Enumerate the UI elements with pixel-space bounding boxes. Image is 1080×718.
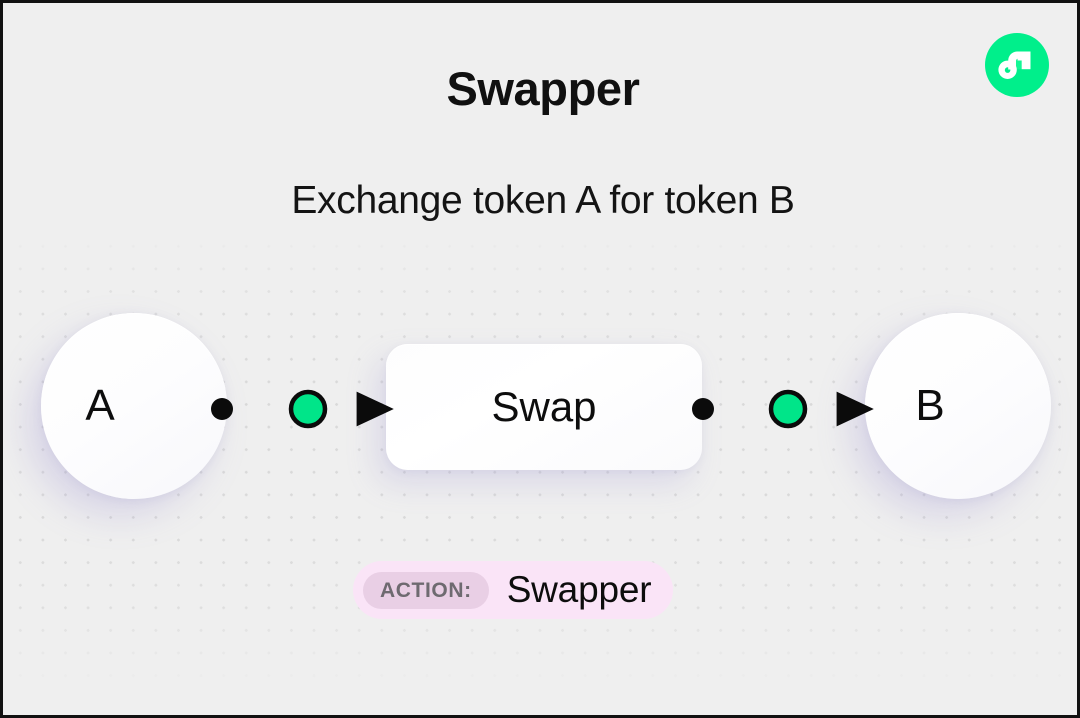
edge-midpoint-dot-a[interactable] [288, 389, 328, 429]
action-badge: ACTION: Swapper [353, 561, 674, 619]
flow-logo-icon [985, 33, 1049, 97]
node-swap-label: Swap [491, 383, 597, 430]
node-token-a-label: A [85, 381, 115, 430]
page-subtitle: Exchange token A for token B [291, 179, 795, 222]
action-badge-key: ACTION: [363, 571, 489, 609]
edge-midpoint-dot-b[interactable] [768, 389, 808, 429]
node-token-b-label: B [915, 381, 945, 430]
node-swap[interactable]: Swap [386, 344, 702, 470]
node-token-b[interactable]: B [865, 313, 1051, 499]
node-token-a[interactable]: A [41, 313, 227, 499]
edge-a-to-swap[interactable] [211, 389, 394, 429]
edge-swap-to-b[interactable] [692, 389, 874, 429]
action-badge-value: Swapper [506, 569, 652, 610]
page-title: Swapper [446, 62, 640, 115]
